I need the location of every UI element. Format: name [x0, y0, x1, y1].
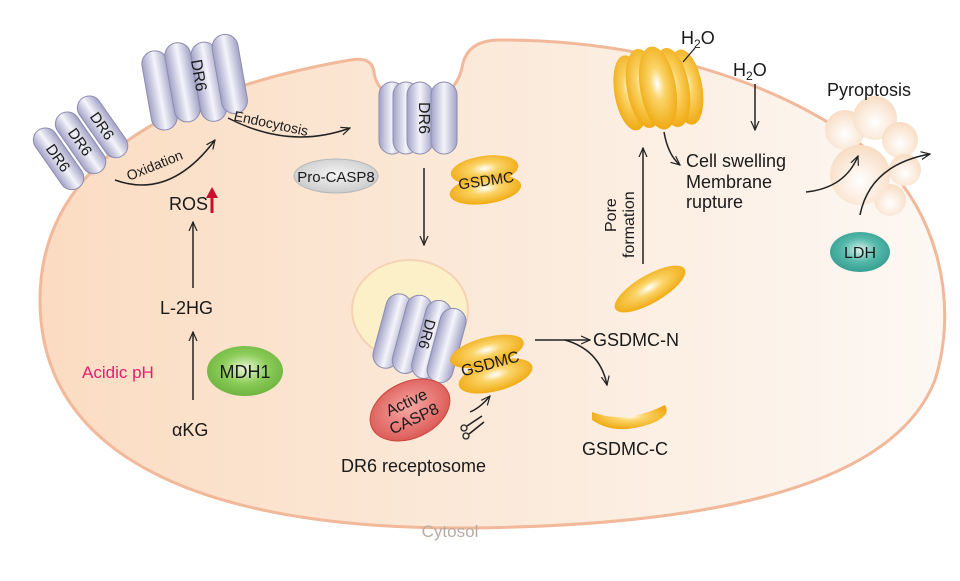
- cell-membrane: [38, 38, 947, 530]
- scissors-icon: [460, 396, 490, 440]
- gsdmc-c-fragment: [592, 405, 667, 430]
- water-influx-label: H2O: [733, 60, 767, 83]
- membrane-rupture-line1: Membrane: [686, 172, 772, 192]
- l2hg-label: L-2HG: [160, 298, 213, 318]
- oxidation-arrow: [114, 140, 215, 186]
- pore-to-swelling-arrow: [663, 131, 680, 165]
- dr6-monomers: DR6 DR6 DR6: [32, 95, 129, 191]
- gsdmc-n-fragment: [614, 265, 686, 313]
- dr6-endocytosed: DR6: [378, 81, 458, 155]
- gsdmc-c-label: GSDMC-C: [582, 439, 668, 459]
- dr6-cluster: DR6: [141, 33, 248, 131]
- ldh-enzyme: [830, 232, 890, 272]
- ldh-release-arrow: [859, 154, 930, 216]
- receptosome-label: DR6 receptosome: [341, 456, 486, 476]
- pro-casp8: [293, 158, 379, 194]
- dr6-endocytosed-label: DR6: [415, 102, 432, 134]
- ldh-label: LDH: [844, 245, 876, 262]
- mdh1-label: MDH1: [219, 362, 270, 382]
- membrane-rupture-line2: rupture: [686, 192, 743, 212]
- akg-label: αKG: [172, 420, 208, 440]
- rupture-to-pyroptosis-arrow: [805, 156, 858, 193]
- cleavage-to-c-arrow: [564, 339, 607, 385]
- mdh1-enzyme: [207, 346, 283, 396]
- pro-casp8-label: Pro-CASP8: [297, 169, 375, 186]
- cell-swelling-label: Cell swelling: [686, 151, 786, 171]
- pyroptosis-label: Pyroptosis: [827, 80, 911, 100]
- acidic-ph-label: Acidic pH: [82, 363, 154, 382]
- pore-formation-line2: formation: [621, 191, 638, 258]
- gsdmc-n-label: GSDMC-N: [593, 330, 679, 350]
- pyroptosis-bleb: [825, 96, 921, 216]
- cytosol-label: Cytosol: [422, 522, 479, 541]
- dr6-cluster-label: DR6: [187, 58, 209, 93]
- pore-formation-line1: Pore: [603, 198, 620, 232]
- water-pore-label: H2O: [681, 28, 715, 51]
- active-casp8: Active CASP8: [369, 378, 451, 442]
- ros-label: ROS: [169, 194, 208, 214]
- gsdmc-bound: GSDMC: [450, 334, 533, 394]
- gsdmc-free: GSDMC: [449, 155, 522, 205]
- dr6-receptosome: DR6: [372, 293, 467, 384]
- gsdmc-pore: [613, 46, 704, 131]
- endocytosis-arrow: [227, 117, 350, 138]
